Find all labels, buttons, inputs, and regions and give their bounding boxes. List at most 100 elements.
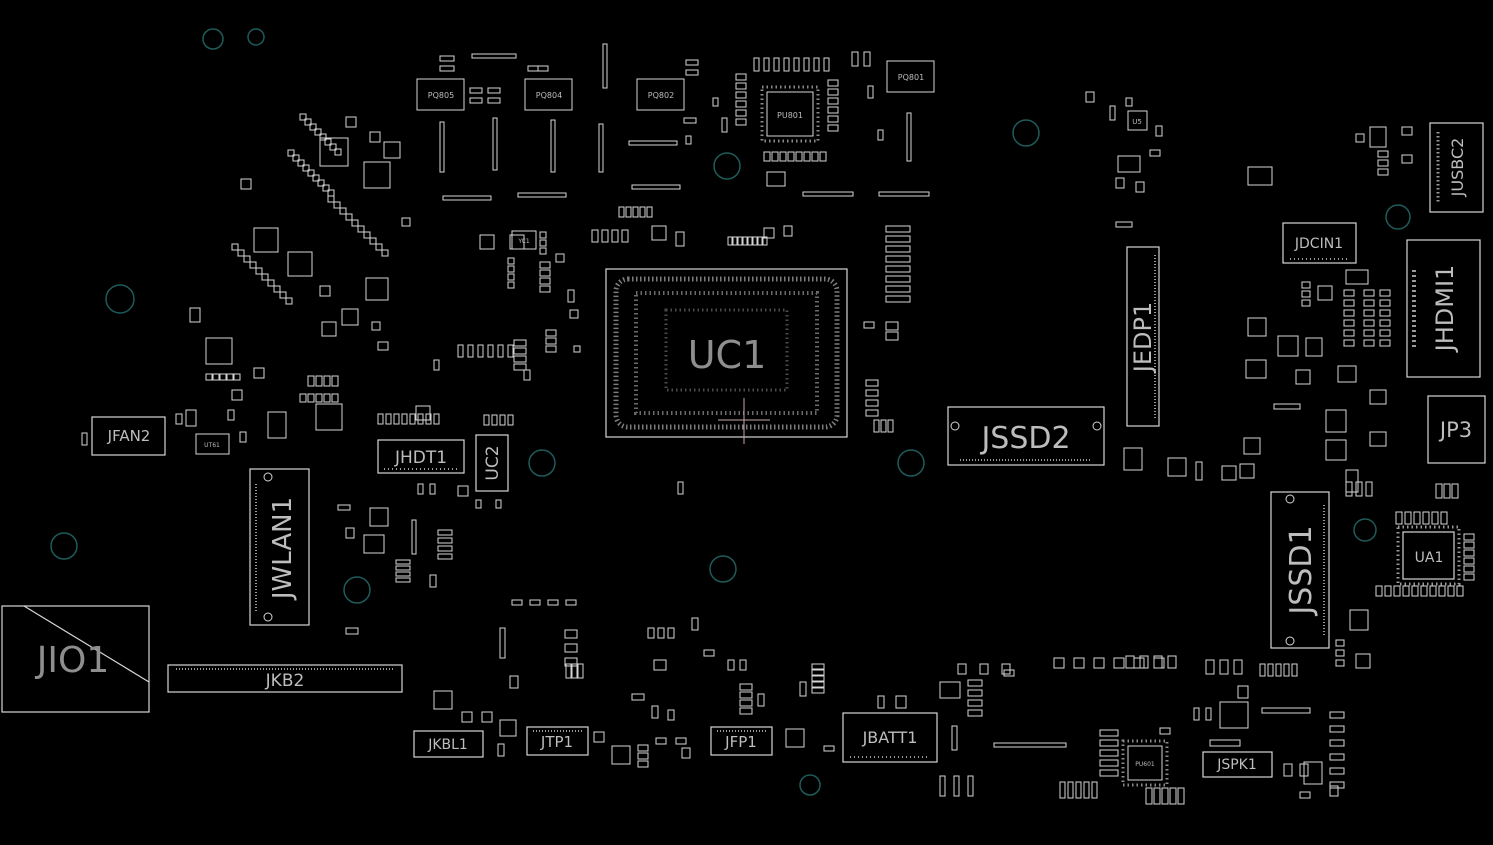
smd-part bbox=[409, 413, 416, 425]
smd-part bbox=[779, 151, 787, 162]
jkb2-label: JKB2 bbox=[265, 671, 305, 691]
smd-part bbox=[401, 217, 411, 227]
smd-part bbox=[1369, 389, 1387, 405]
pq805-label: PQ805 bbox=[428, 91, 454, 100]
smd-part bbox=[507, 281, 515, 289]
smd-part bbox=[369, 237, 377, 245]
smd-part bbox=[1075, 781, 1082, 799]
smd-part bbox=[739, 699, 753, 707]
smd-part bbox=[1329, 739, 1345, 747]
smd-part bbox=[885, 321, 899, 331]
smd-part bbox=[315, 393, 323, 403]
smd-part bbox=[550, 119, 556, 173]
uc2-label: UC2 bbox=[483, 445, 503, 480]
smd-part bbox=[721, 117, 728, 133]
smd-part bbox=[569, 309, 579, 319]
smd-part bbox=[1283, 663, 1290, 677]
jwlan1-connector: JWLAN1 bbox=[249, 468, 310, 626]
smd-part bbox=[385, 413, 392, 425]
smd-part bbox=[811, 663, 825, 670]
smd-part bbox=[885, 275, 911, 283]
pu801-label: PU801 bbox=[777, 111, 803, 120]
smd-part bbox=[497, 344, 504, 358]
smd-part bbox=[757, 236, 763, 246]
smd-part bbox=[1091, 781, 1098, 799]
smd-part bbox=[365, 277, 389, 301]
mounting-holes bbox=[50, 28, 1411, 796]
smd-part bbox=[1379, 329, 1391, 337]
smd-part bbox=[655, 737, 667, 745]
smd-part bbox=[685, 59, 699, 66]
smd-part bbox=[1159, 727, 1171, 735]
smd-part bbox=[499, 414, 506, 426]
smd-part bbox=[477, 344, 484, 358]
smd-part bbox=[479, 234, 495, 250]
smd-part bbox=[1291, 663, 1298, 677]
smd-part bbox=[1438, 585, 1446, 597]
smd-part bbox=[395, 559, 411, 565]
smd-part bbox=[205, 337, 233, 365]
smd-part bbox=[442, 195, 492, 201]
smd-part bbox=[411, 519, 417, 555]
smd-part bbox=[395, 565, 411, 571]
smd-part bbox=[299, 113, 307, 121]
smd-part bbox=[1067, 781, 1074, 799]
smd-part bbox=[1167, 655, 1177, 669]
smd-part bbox=[647, 627, 655, 639]
smd-part bbox=[499, 719, 517, 737]
smd-part bbox=[885, 245, 911, 253]
uc1-cpu-package: UC1 bbox=[605, 268, 848, 444]
smd-part bbox=[1193, 707, 1200, 721]
smd-part bbox=[1099, 769, 1119, 777]
smd-part bbox=[1299, 791, 1311, 799]
smd-part bbox=[539, 269, 551, 277]
smd-part bbox=[1245, 359, 1267, 379]
smd-part bbox=[1345, 481, 1353, 497]
smd-part bbox=[878, 191, 930, 197]
smd-part bbox=[823, 745, 835, 752]
smd-part bbox=[567, 289, 575, 303]
smd-part bbox=[577, 663, 584, 679]
smd-part bbox=[1463, 541, 1475, 549]
smd-part bbox=[651, 705, 659, 719]
smd-part bbox=[1343, 299, 1355, 307]
smd-part bbox=[827, 124, 839, 132]
smd-part bbox=[539, 231, 547, 239]
smd-part bbox=[227, 409, 235, 421]
smd-part bbox=[539, 247, 547, 255]
smd-part bbox=[1155, 125, 1163, 137]
smd-part bbox=[1301, 290, 1311, 298]
smd-part bbox=[1349, 609, 1369, 631]
smd-part bbox=[433, 690, 453, 710]
smd-part bbox=[457, 485, 469, 497]
smd-part bbox=[1363, 329, 1375, 337]
smd-part bbox=[827, 79, 839, 87]
pu601-label: PU601 bbox=[1135, 761, 1155, 768]
smd-part bbox=[637, 744, 649, 752]
smd-part bbox=[429, 574, 437, 588]
smd-part bbox=[545, 337, 557, 345]
smd-part bbox=[175, 413, 183, 425]
smd-part bbox=[1247, 317, 1267, 337]
smd-part bbox=[1379, 309, 1391, 317]
smd-part bbox=[631, 184, 681, 190]
smd-part bbox=[591, 229, 599, 243]
smd-part bbox=[1363, 319, 1375, 327]
smd-part bbox=[951, 725, 958, 751]
smd-part bbox=[469, 87, 483, 94]
smd-part bbox=[993, 742, 1067, 748]
smd-part bbox=[957, 663, 967, 675]
smd-part bbox=[885, 285, 911, 293]
smd-part bbox=[1073, 657, 1085, 669]
smd-part bbox=[735, 118, 747, 126]
smd-part bbox=[773, 57, 780, 72]
smd-part bbox=[735, 73, 747, 81]
smd-part bbox=[487, 87, 501, 94]
smd-part bbox=[867, 85, 874, 99]
smd-part bbox=[437, 545, 453, 552]
smd-part bbox=[811, 687, 825, 694]
smd-part bbox=[507, 273, 515, 281]
smd-part bbox=[529, 599, 541, 606]
smd-part bbox=[618, 206, 625, 218]
smd-part bbox=[1003, 669, 1015, 677]
